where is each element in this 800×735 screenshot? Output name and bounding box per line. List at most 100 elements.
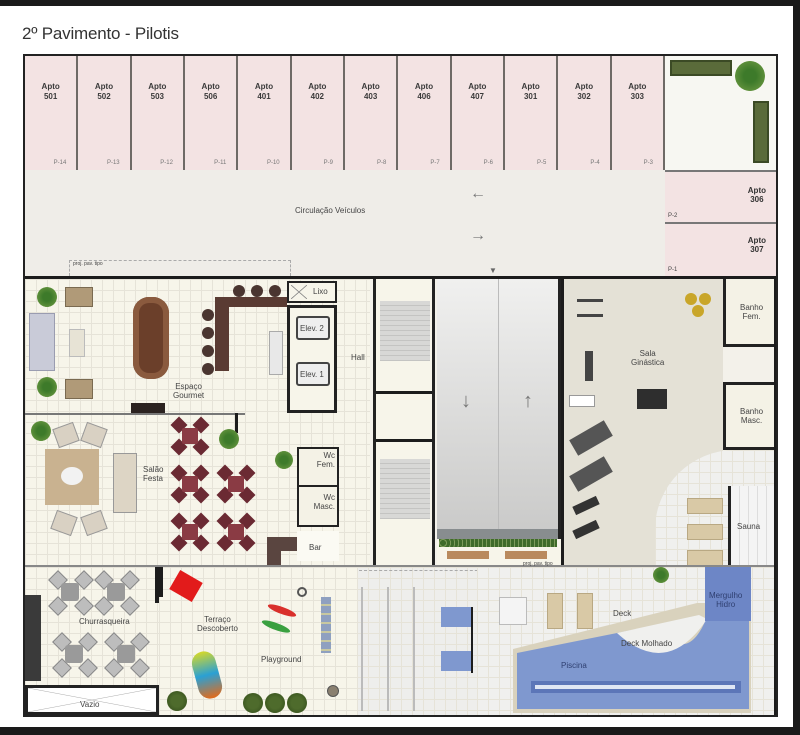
parking-spot-label: P-11	[214, 160, 227, 166]
parking-spot-label: P-6	[483, 160, 493, 166]
bike-icon	[572, 519, 600, 540]
party-table-icon	[216, 512, 256, 552]
apto-text: Apto	[574, 82, 594, 91]
table-top-icon	[182, 428, 198, 444]
plant-icon	[37, 287, 57, 307]
sauna-room: Sauna	[728, 486, 776, 565]
banho-masc-room: Banho Masc.	[723, 382, 776, 450]
party-table-icon	[170, 464, 210, 504]
apto-text: Apto	[41, 82, 60, 91]
table-top-icon	[61, 583, 79, 601]
round-table-icon	[61, 467, 83, 485]
table-with-chairs-icon	[104, 632, 150, 678]
wall	[235, 413, 238, 433]
vehicle-ramp: ↓ ↑	[437, 279, 561, 539]
wc-masc-label: Wc Masc.	[313, 493, 335, 512]
apto-text: Apto	[361, 82, 380, 91]
pne-note: proj. pav. tipo	[73, 261, 103, 267]
banho-masc-label: Banho Masc.	[740, 407, 764, 426]
wc-fem-room: Wc Fem.	[297, 447, 339, 487]
sun-lounger-icon	[687, 498, 723, 514]
medicine-balls-icon	[685, 293, 697, 305]
party-table-icon	[216, 464, 256, 504]
sauna-label: Sauna	[737, 522, 761, 531]
apto-number: 406	[417, 91, 431, 101]
pool-step-icon	[441, 651, 471, 671]
espaco-gourmet-label: Espaço Gourmet	[173, 382, 205, 401]
apto-number: 402	[310, 91, 324, 101]
pne-note: proj. pav. tipo	[523, 561, 553, 567]
vehicle-circulation: Circulação Veículos ← → proj. pav. tipo …	[25, 170, 665, 276]
table-top-icon	[228, 524, 244, 540]
wc-fem-label: Wc Fem.	[316, 451, 335, 470]
armchair-icon	[65, 379, 93, 399]
vazio-area: Vazio	[25, 685, 159, 715]
mergulho-label: Mergulho Hidro	[709, 591, 743, 610]
sideboard-icon	[131, 403, 165, 413]
down-marker-icon: ▼	[489, 266, 497, 275]
deck-molhado-label: Deck Molhado	[621, 639, 673, 648]
apto-text: Apto	[468, 82, 487, 91]
wall	[25, 276, 776, 279]
planter-icon	[670, 60, 732, 76]
parking-spot-label: P-12	[160, 160, 173, 166]
wet-deck	[617, 615, 707, 653]
apto-text: Apto	[747, 236, 766, 245]
plant-icon	[31, 421, 51, 441]
dining-table-icon	[133, 297, 169, 379]
stairs-icon	[380, 459, 430, 519]
apto-text: Apto	[521, 82, 540, 91]
wall	[471, 607, 473, 673]
churrasqueira-area: Churrasqueira	[25, 567, 159, 685]
coffee-table-icon	[69, 329, 85, 357]
apto-number: 307	[750, 245, 764, 255]
table-umbrella-icon	[499, 597, 527, 625]
parking-spot-label: P-10	[266, 160, 280, 166]
service-core: Lixo Elev. 2 Elev. 1 Hall Wc Fem. Wc Mas…	[287, 279, 373, 565]
arrow-down-icon: ↓	[461, 390, 471, 412]
plant-icon	[219, 429, 239, 449]
sala-ginastica-label: Sala Ginástica	[631, 349, 665, 368]
grill-counter-icon	[25, 595, 41, 681]
swing-icon	[297, 587, 307, 597]
slide-icon	[189, 648, 225, 702]
parking-spot-label: P-2	[668, 213, 678, 220]
plant-icon	[37, 377, 57, 397]
ramp-lane	[413, 587, 415, 711]
apto-text: Apto	[201, 82, 220, 91]
stairwell	[373, 279, 435, 565]
pool-shape	[513, 567, 751, 713]
terraco-area: Terraço Descoberto Playground	[159, 567, 357, 715]
sun-lounger-icon	[547, 593, 563, 629]
apto-number: 503	[150, 91, 164, 101]
ramp-divider	[498, 279, 499, 529]
hopscotch-icon	[321, 597, 331, 653]
bar-counter-icon	[267, 537, 281, 565]
apto-number: 501	[43, 91, 58, 101]
armchair-icon	[80, 421, 108, 449]
party-table-icon	[170, 512, 210, 552]
party-table-icon	[170, 416, 210, 456]
wall	[561, 279, 564, 565]
shrub-icon	[167, 691, 187, 711]
pne-dashed-outline	[69, 260, 291, 276]
shrub-icon	[265, 693, 285, 713]
apto-number: 403	[363, 91, 378, 101]
bench-icon	[447, 551, 489, 559]
weight-machine-icon	[577, 299, 603, 317]
apto-number: 502	[97, 91, 111, 101]
